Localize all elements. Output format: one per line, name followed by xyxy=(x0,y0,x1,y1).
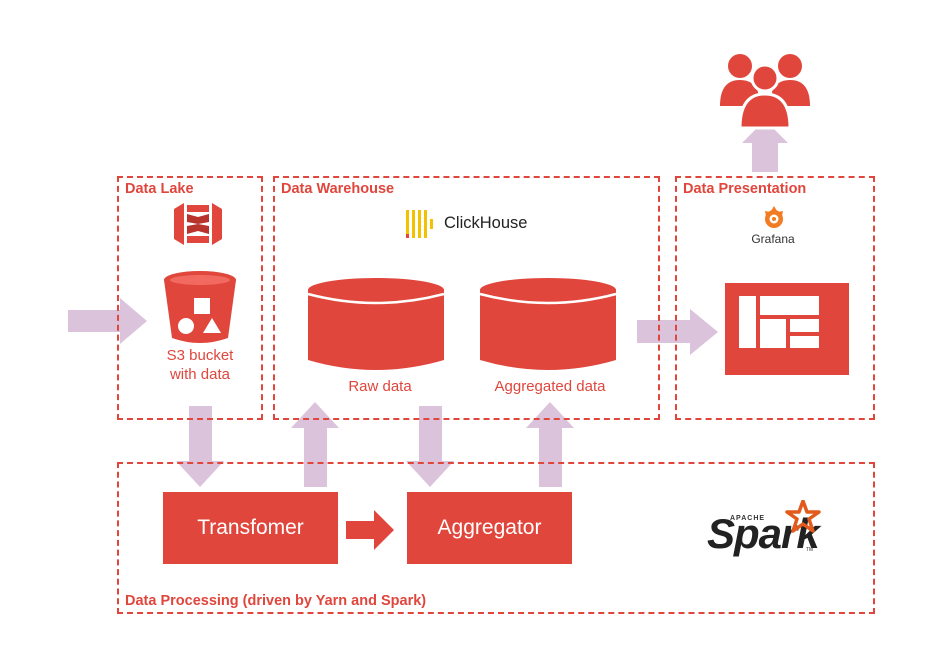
data-lake-title: Data Lake xyxy=(125,181,194,197)
clickhouse-logo-icon xyxy=(406,210,433,238)
data-processing-title: Data Processing (driven by Yarn and Spar… xyxy=(125,593,427,609)
data-warehouse-zone: Data Warehouse xyxy=(273,176,660,420)
clickhouse-logo-text: ClickHouse xyxy=(444,214,528,232)
grafana-logo-icon xyxy=(765,206,783,228)
data-presentation-zone: Data Presentation xyxy=(675,176,875,420)
aggregator-label: Aggregator xyxy=(437,516,542,539)
transformer-label: Transfomer xyxy=(197,516,304,539)
arrow-icon xyxy=(406,406,454,487)
database-icon xyxy=(307,278,445,370)
raw-data-label: Raw data xyxy=(348,378,412,395)
arrow-icon xyxy=(526,402,574,487)
aggregated-data-label: Aggregated data xyxy=(494,378,606,395)
data-lake-zone: Data Lake xyxy=(117,176,263,420)
grafana-logo-text: Grafana xyxy=(751,232,795,246)
aws-s3-icon xyxy=(174,203,222,245)
s3-bucket-label-line2: with data xyxy=(169,366,231,383)
spark-tm: TM xyxy=(806,547,814,553)
aggregator-box: Aggregator xyxy=(407,492,572,564)
database-icon xyxy=(479,278,617,370)
users-icon xyxy=(720,54,810,130)
spark-logo-text: Spark xyxy=(707,510,820,557)
arrow-icon xyxy=(68,298,147,344)
arrow-icon xyxy=(637,309,718,355)
data-processing-zone: Data Processing (driven by Yarn and Spar… xyxy=(117,462,875,614)
arrow-icon xyxy=(291,402,339,487)
spark-apache-text: APACHE xyxy=(730,515,766,522)
transformer-box: Transfomer xyxy=(163,492,338,564)
arrow-icon xyxy=(346,510,394,550)
arrow-icon xyxy=(742,120,788,172)
spark-star-icon xyxy=(785,500,821,533)
s3-bucket-label-line1: S3 bucket xyxy=(166,347,234,364)
arrow-icon xyxy=(176,406,224,487)
dashboard-icon xyxy=(725,283,849,375)
data-warehouse-title: Data Warehouse xyxy=(281,181,395,197)
data-presentation-title: Data Presentation xyxy=(683,181,807,197)
s3-bucket-label: S3 bucket with data xyxy=(140,346,260,384)
s3-bucket-icon xyxy=(164,271,236,343)
